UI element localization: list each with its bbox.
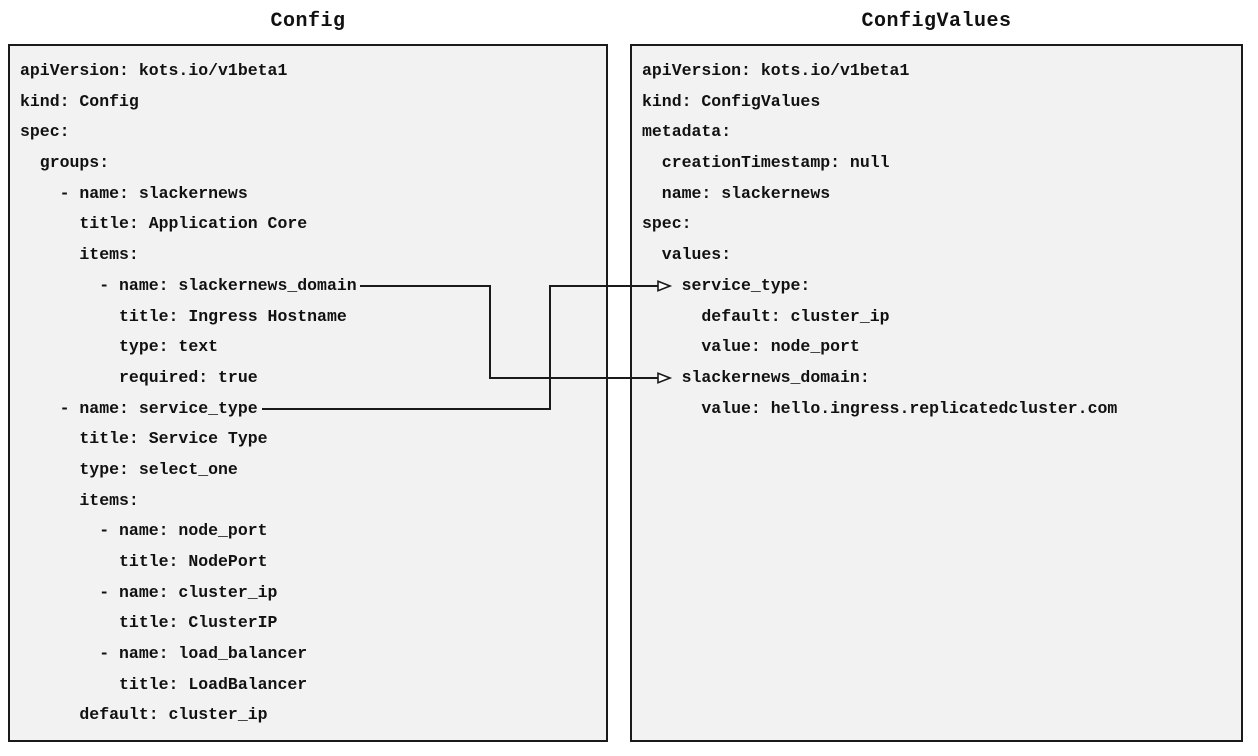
configvalues-yaml-code: apiVersion: kots.io/v1beta1 kind: ConfigV… (632, 46, 1241, 424)
configvalues-panel-title: ConfigValues (861, 10, 1012, 33)
code-line: items: (20, 490, 139, 510)
code-line: type: select_one (20, 459, 238, 479)
code-line: title: Application Core (20, 214, 308, 234)
config-panel: apiVersion: kots.io/v1beta1 kind: Config s… (8, 44, 608, 742)
code-line: spec: (20, 122, 70, 142)
code-line: values: (642, 245, 732, 265)
code-line: items: (20, 245, 139, 265)
configvalues-panel: apiVersion: kots.io/v1beta1 kind: ConfigV… (630, 44, 1243, 742)
code-line: type: text (20, 337, 219, 357)
code-line: creationTimestamp: null (642, 153, 890, 173)
code-line: apiVersion: kots.io/v1beta1 (20, 61, 288, 80)
code-line: spec: (642, 214, 692, 234)
code-line: title: NodePort (20, 552, 268, 571)
config-yaml-code: apiVersion: kots.io/v1beta1 kind: Config s… (10, 46, 606, 731)
code-line: - name: slackernews_domain (20, 275, 357, 295)
code-line: title: LoadBalancer (20, 674, 308, 694)
code-line: kind: Config (20, 91, 139, 111)
code-line: name: slackernews (642, 183, 831, 203)
code-line: title: Service Type (20, 429, 268, 449)
code-line: value: hello.ingress.replicatedcluster.c… (642, 398, 1118, 418)
code-line: - name: node_port (20, 521, 268, 541)
code-line: apiVersion: kots.io/v1beta1 (642, 61, 910, 80)
code-line: title: Ingress Hostname (20, 306, 347, 326)
code-line: required: true (20, 367, 258, 387)
code-line: groups: (20, 153, 110, 173)
code-line: service_type: (642, 275, 811, 295)
code-line: kind: ConfigValues (642, 91, 821, 111)
config-panel-title: Config (270, 10, 346, 33)
code-line: value: node_port (642, 337, 860, 357)
code-line: - name: load_balancer (20, 644, 308, 664)
code-line: default: cluster_ip (20, 705, 268, 725)
code-line: metadata: (642, 122, 732, 142)
code-line: title: ClusterIP (20, 613, 278, 633)
code-line: slackernews_domain: (642, 367, 870, 387)
code-line: - name: service_type (20, 398, 258, 418)
code-line: - name: cluster_ip (20, 582, 278, 602)
code-line: - name: slackernews (20, 183, 248, 203)
code-line: default: cluster_ip (642, 306, 890, 326)
